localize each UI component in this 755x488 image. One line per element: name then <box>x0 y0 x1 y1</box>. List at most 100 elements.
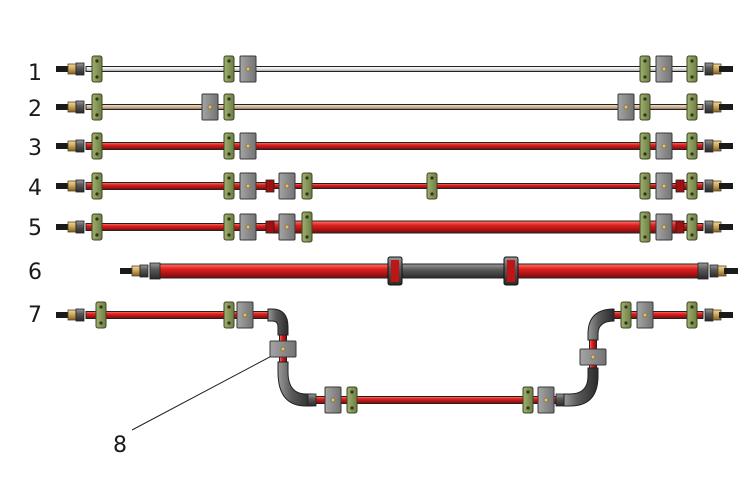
row-label-5: 5 <box>28 216 42 241</box>
clamp-bolt <box>643 136 647 140</box>
clamp-bolt <box>305 235 309 239</box>
clamp-bolt <box>99 305 103 309</box>
clamp-bolt <box>690 305 694 309</box>
callout-label-8: 8 <box>113 433 127 458</box>
end-coupler <box>704 308 714 322</box>
end-tip <box>56 183 70 189</box>
green-clamp <box>223 132 235 160</box>
end-coupler <box>75 308 85 322</box>
clamp-bolt <box>661 143 667 149</box>
green-clamp <box>639 172 651 200</box>
clamp-bolt <box>95 75 99 79</box>
clamp-bolt <box>245 183 251 189</box>
coupling-ring <box>391 260 399 282</box>
end-tip <box>719 183 733 189</box>
clamp-bolt <box>690 113 694 117</box>
white-pipe <box>85 66 704 72</box>
clamp-bolt <box>690 176 694 180</box>
end-tip <box>724 268 738 274</box>
clamp-bolt <box>690 152 694 156</box>
row-label-4: 4 <box>28 176 42 201</box>
brass-fitting <box>67 63 77 75</box>
clamp-bolt <box>245 66 251 72</box>
clamp-bolt <box>643 59 647 63</box>
clamp-bolt <box>643 176 647 180</box>
green-clamp <box>223 301 235 329</box>
clamp-bolt <box>661 66 667 72</box>
clamp-bolt <box>95 176 99 180</box>
clamp-bolt <box>227 176 231 180</box>
clamp-bolt <box>430 176 434 180</box>
end-coupler <box>704 179 714 193</box>
green-clamp <box>301 172 313 200</box>
clamp-bolt <box>242 312 248 318</box>
end-coupler <box>139 264 149 278</box>
clamp-bolt <box>526 390 530 394</box>
green-clamp <box>639 132 651 160</box>
clamp-bolt <box>95 217 99 221</box>
brass-fitting <box>131 265 141 277</box>
callout-leader-line <box>131 349 284 431</box>
green-clamp <box>639 93 651 121</box>
end-coupler <box>75 179 85 193</box>
end-coupler <box>697 262 709 280</box>
row-label-3: 3 <box>28 136 42 161</box>
clamp-bolt <box>690 75 694 79</box>
clamp-bolt <box>590 354 596 360</box>
clamp-bolt <box>690 97 694 101</box>
clamp-bolt <box>95 59 99 63</box>
clamp-bolt <box>227 75 231 79</box>
clamp-bolt <box>95 136 99 140</box>
clamp-bolt <box>624 321 628 325</box>
end-tip <box>56 66 70 72</box>
clamp-bolt <box>350 390 354 394</box>
green-clamp <box>686 93 698 121</box>
row-label-2: 2 <box>28 97 42 122</box>
clamp-bolt <box>245 224 251 230</box>
clamp-bolt <box>227 59 231 63</box>
green-clamp <box>95 301 107 329</box>
green-clamp <box>91 132 103 160</box>
end-coupler <box>149 262 161 280</box>
brass-fitting <box>67 101 77 113</box>
clamp-bolt <box>305 215 309 219</box>
end-tip <box>719 143 733 149</box>
large-red-pipe <box>149 263 391 279</box>
clamp-bolt <box>661 224 667 230</box>
clamp-bolt <box>305 192 309 196</box>
end-coupler <box>704 100 714 114</box>
clamp-bolt <box>330 397 336 403</box>
green-clamp <box>686 301 698 329</box>
dark-coupling-pipe <box>401 263 507 279</box>
end-coupler <box>704 62 714 76</box>
red-pipe-wide <box>269 220 681 234</box>
green-clamp <box>346 386 358 414</box>
clamp-bolt <box>643 152 647 156</box>
row-label-1: 1 <box>28 61 42 86</box>
green-clamp <box>223 55 235 83</box>
green-clamp <box>91 172 103 200</box>
clamp-bolt <box>305 176 309 180</box>
large-red-pipe <box>514 263 709 279</box>
clamp-bolt <box>227 97 231 101</box>
clamp-bolt <box>95 152 99 156</box>
green-clamp <box>686 55 698 83</box>
end-coupler <box>75 62 85 76</box>
end-tip <box>719 104 733 110</box>
clamp-bolt <box>690 321 694 325</box>
end-tip <box>56 312 70 318</box>
end-tip <box>719 66 733 72</box>
green-clamp <box>223 213 235 241</box>
end-coupler <box>75 220 85 234</box>
clamp-bolt <box>99 321 103 325</box>
green-clamp <box>639 211 651 243</box>
clamp-bolt <box>227 152 231 156</box>
green-clamp <box>620 301 632 329</box>
green-clamp <box>223 93 235 121</box>
end-coupler <box>75 139 85 153</box>
clamp-bolt <box>227 233 231 237</box>
green-clamp <box>522 386 534 414</box>
pipe-joint <box>675 179 685 193</box>
clamp-bolt <box>280 346 286 352</box>
